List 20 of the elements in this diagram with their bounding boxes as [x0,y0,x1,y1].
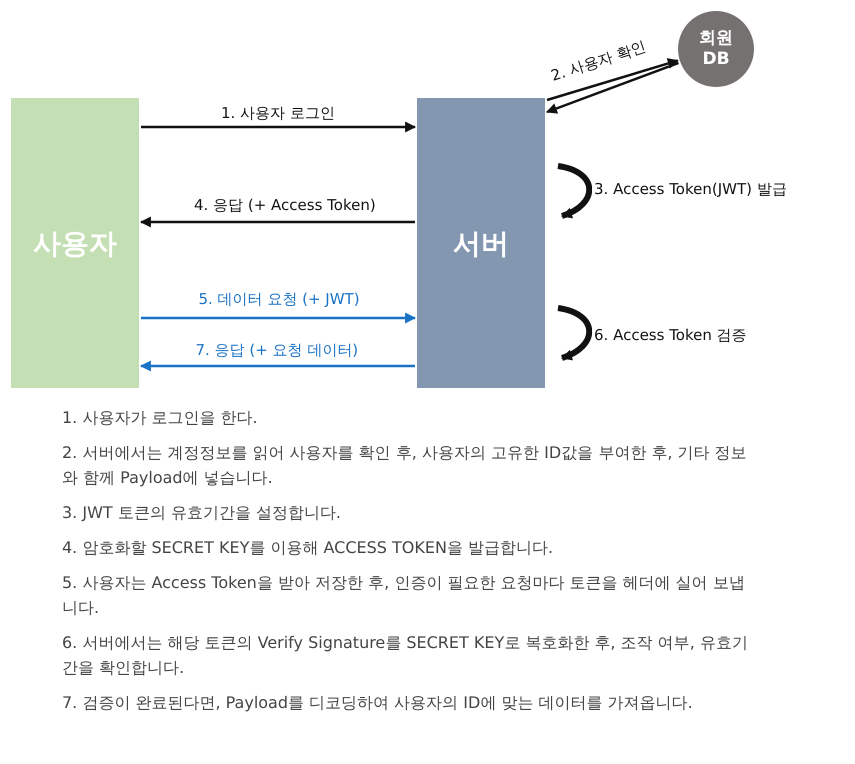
arrow [140,216,415,228]
arrow [557,305,592,361]
step-note: 6. 서버에서는 해당 토큰의 Verify Signature를 SECRET KEY로 복호화한 후, 조작 여부, 유효기간을 확인합니다. [62,632,749,679]
arrow [557,163,592,219]
step-note: 3. JWT 토큰의 유효기간을 설정합니다. [62,502,342,524]
step-note: 4. 암호화할 SECRET KEY를 이용해 ACCESS TOKEN을 발급합니다. [62,537,554,559]
server-box: 서버 [417,98,545,388]
step-note: 7. 검증이 완료된다면, Payload를 디코딩하여 사용자의 ID에 맞는 데이터를 가져옵니다. [62,692,694,714]
arrow [546,62,679,114]
arrow [546,58,679,102]
edge-label: 2. 사용자 확인 [547,36,649,86]
arrow [141,312,416,324]
step-note: 5. 사용자는 Access Token을 받아 저장한 후, 인증이 필요한 요청마다 토큰을 헤더에 실어 보냅니다. [62,572,746,619]
user-box: 사용자 [11,98,139,388]
arrow [141,122,416,132]
step-note: 2. 서버에서는 계정정보를 읽어 사용자를 확인 후, 사용자의 고유한 ID값을 부여한 후, 기타 정보와 함께 Payload에 넣습니다. [62,442,748,489]
database-circle: 회원 DB [678,11,754,87]
edge-label: 3. Access Token(JWT) 발급 [592,180,789,198]
step-note: 1. 사용자가 로그인을 한다. [62,407,259,429]
arrow [140,360,415,372]
